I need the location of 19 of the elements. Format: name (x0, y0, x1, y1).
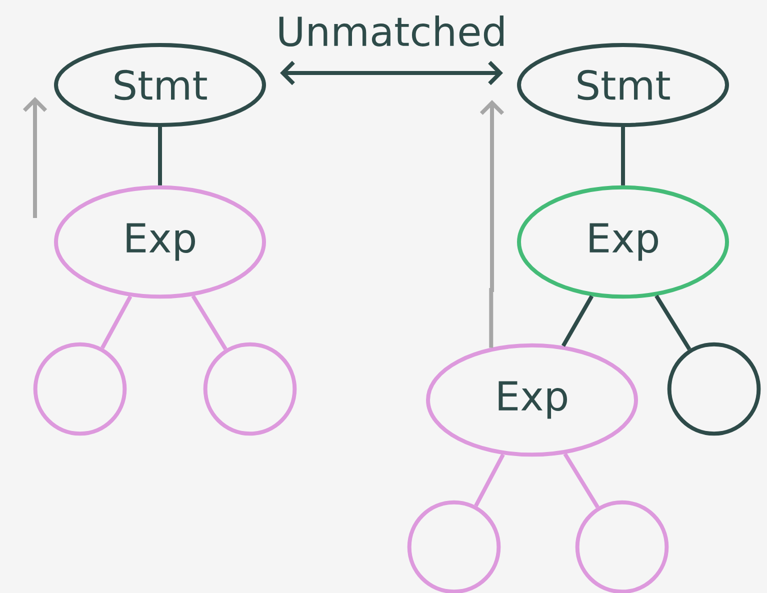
connector-line (654, 294, 692, 350)
ellipse-node: Stmt (54, 43, 266, 127)
connector-line (100, 295, 132, 349)
ellipse-node: Exp (54, 185, 266, 299)
connector-line (563, 452, 600, 508)
ellipse-node: Stmt (517, 43, 729, 127)
connector-line (561, 295, 594, 347)
connector-line (191, 294, 228, 350)
connector-line (474, 454, 505, 507)
connector-line (158, 127, 162, 186)
ellipse-node: Exp (426, 343, 638, 457)
edge-label: Unmatched (274, 14, 508, 48)
circle-node (667, 342, 761, 436)
circle-node (33, 342, 127, 436)
circle-node (203, 342, 297, 436)
ellipse-node: Exp (517, 185, 729, 299)
connector-arrow (480, 100, 504, 348)
connector-arrow (280, 60, 503, 86)
connector-line (621, 127, 625, 186)
